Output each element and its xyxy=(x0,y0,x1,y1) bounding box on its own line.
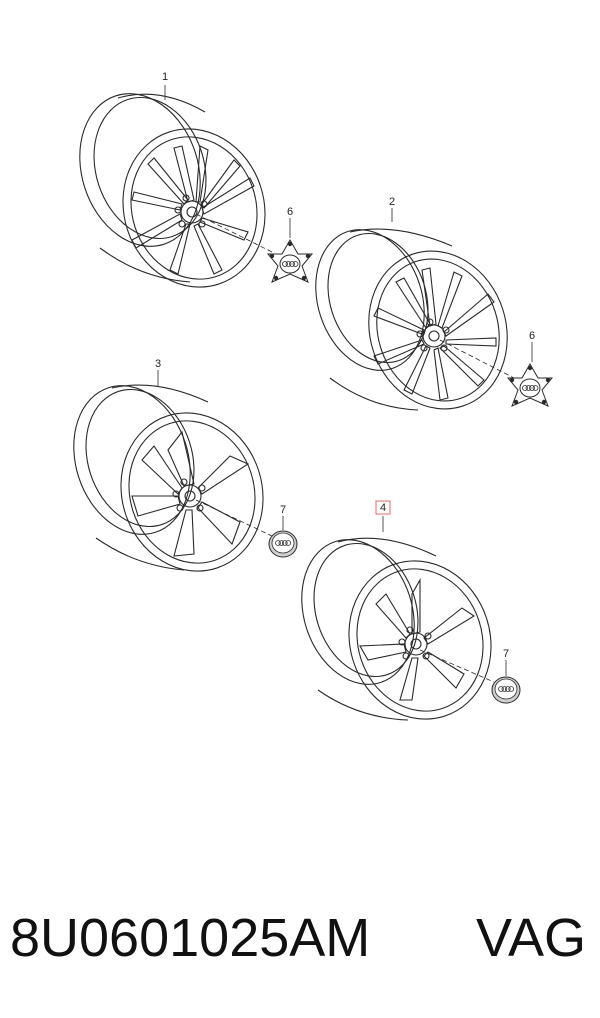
callout-7-right[interactable]: 7 xyxy=(503,648,509,660)
round-center-cap-7a[interactable] xyxy=(268,530,298,558)
star-center-cap-6b[interactable] xyxy=(506,362,554,407)
callout-4[interactable]: 4 xyxy=(380,502,386,514)
wheel-3[interactable] xyxy=(55,370,283,589)
wheel-4[interactable] xyxy=(284,525,512,738)
callout-2[interactable]: 2 xyxy=(389,196,395,208)
footer: 8U0601025AM VAG xyxy=(0,898,600,978)
star-center-cap-6a[interactable] xyxy=(266,238,314,283)
callout-1[interactable]: 1 xyxy=(162,71,168,83)
callout-6-upper[interactable]: 6 xyxy=(287,206,293,218)
callout-3[interactable]: 3 xyxy=(155,358,161,370)
parts-diagram: 1 2 3 4 6 6 7 7 xyxy=(55,71,554,738)
part-number: 8U0601025AM xyxy=(10,908,371,968)
callout-4-highlight xyxy=(375,500,391,515)
wheel-2[interactable] xyxy=(298,215,527,427)
callout-7-left[interactable]: 7 xyxy=(280,504,286,516)
round-center-cap-7b[interactable] xyxy=(491,676,521,704)
callout-6-lower[interactable]: 6 xyxy=(529,330,535,342)
wheel-1[interactable] xyxy=(61,78,286,306)
brand-label: VAG xyxy=(475,908,586,968)
